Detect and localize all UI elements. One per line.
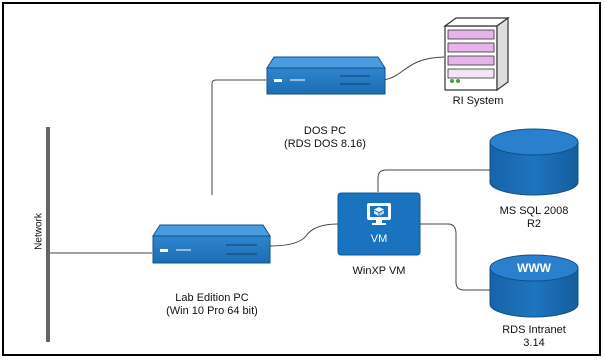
ms-sql-version: R2 <box>526 218 542 230</box>
lab-pc-label: Lab Edition PC (Win 10 Pro 64 bit) <box>152 292 272 318</box>
ms-sql-database[interactable] <box>489 128 579 196</box>
network-label: Network <box>33 213 45 250</box>
vm-badge: VM <box>371 233 388 245</box>
link-dospc-risystem <box>382 56 445 81</box>
lab-pc-name: Lab Edition PC <box>175 292 249 304</box>
ri-system-server[interactable] <box>443 16 510 92</box>
lab-pc-os: (Win 10 Pro 64 bit) <box>166 305 258 317</box>
rds-intranet-database[interactable]: WWW <box>489 254 579 318</box>
lab-pc-device[interactable] <box>152 224 271 264</box>
www-badge: WWW <box>517 261 552 275</box>
dos-pc-label: DOS PC (RDS DOS 8.16) <box>271 125 379 151</box>
rds-intranet-name: RDS Intranet <box>502 324 566 336</box>
monitor-icon <box>367 203 391 225</box>
dos-pc-device[interactable] <box>266 56 386 95</box>
ri-system-label: RI System <box>452 95 504 107</box>
dos-pc-name: DOS PC <box>303 125 347 137</box>
network-bus <box>46 127 50 342</box>
connectors <box>50 56 490 291</box>
rds-intranet-version: 3.14 <box>523 337 545 349</box>
ms-sql-label: MS SQL 2008 R2 <box>484 205 584 231</box>
dos-pc-version: (RDS DOS 8.16) <box>284 138 366 150</box>
winxp-vm-box[interactable]: VM <box>337 192 421 256</box>
rds-intranet-label: RDS Intranet 3.14 <box>484 324 584 350</box>
link-vm-intranet <box>420 223 490 291</box>
winxp-vm-label: WinXP VM <box>352 265 406 277</box>
ms-sql-name: MS SQL 2008 <box>499 205 569 217</box>
link-labpc-dospc <box>211 79 266 195</box>
link-vm-mssql <box>377 169 490 192</box>
link-labpc-vm <box>269 223 339 247</box>
